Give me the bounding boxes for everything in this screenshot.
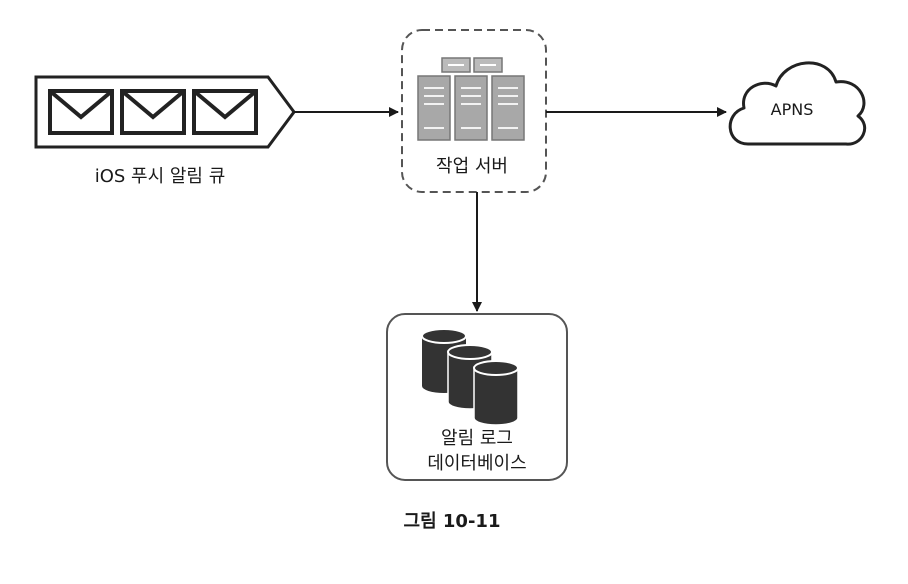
database-label-line1: 알림 로그 <box>441 428 513 449</box>
apns-service: APNS <box>728 61 867 146</box>
server-icon <box>417 57 525 141</box>
database-box <box>386 313 568 481</box>
apns-label: APNS <box>771 100 814 119</box>
push-notification-queue: iOS 푸시 알림 큐 <box>34 75 296 187</box>
queue-container <box>34 75 296 149</box>
figure-caption: 그림 10-11 <box>404 511 501 532</box>
worker-server: 작업 서버 <box>401 29 547 193</box>
database-icon <box>421 328 519 426</box>
notification-log-database: 알림 로그 데이터베이스 <box>386 313 568 481</box>
queue-label: iOS 푸시 알림 큐 <box>95 166 226 187</box>
database-label-line2: 데이터베이스 <box>427 453 526 474</box>
envelope-icon <box>48 89 114 135</box>
worker-server-label: 작업 서버 <box>436 156 508 177</box>
envelope-icon <box>192 89 258 135</box>
envelope-icon <box>120 89 186 135</box>
cloud-icon <box>728 61 867 146</box>
